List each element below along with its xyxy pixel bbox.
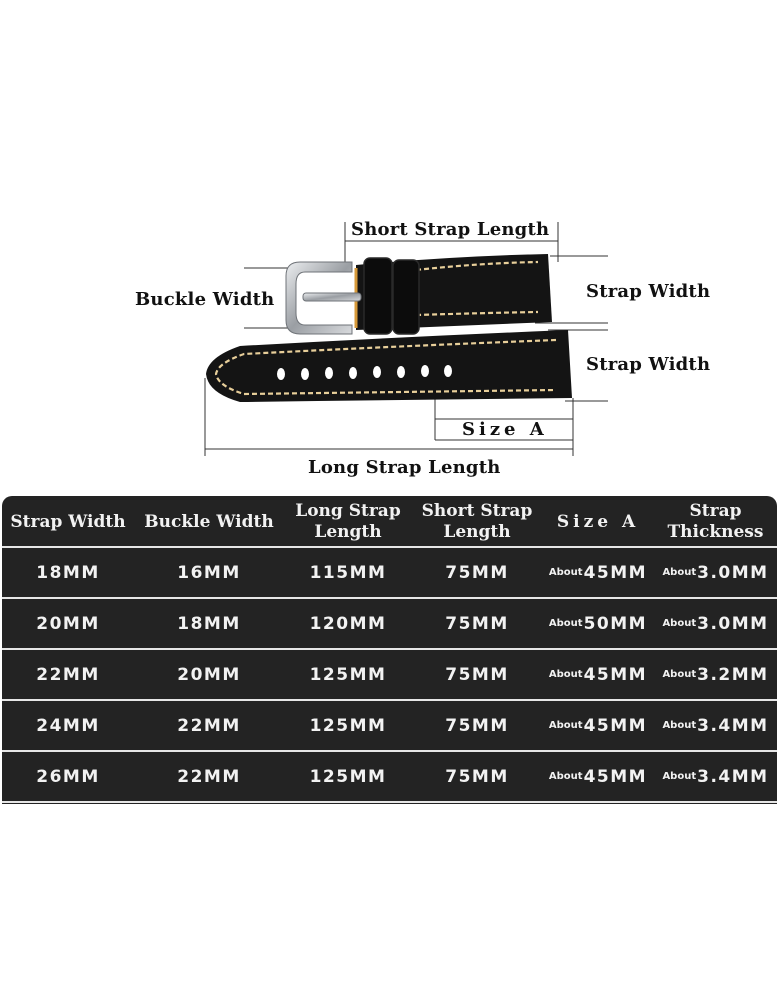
cell-value: 125MM: [309, 715, 387, 736]
table-cell: 22MM: [2, 650, 134, 699]
cell-value: 120MM: [309, 613, 387, 634]
cell-value: 3.2MM: [697, 664, 769, 685]
short-strap: [354, 254, 552, 335]
cell-value: 20MM: [36, 613, 100, 634]
cell-value: 45MM: [583, 715, 648, 736]
header-buckle-width: Buckle Width: [144, 511, 274, 532]
cell-value: 115MM: [309, 562, 387, 583]
header-strap-width: Strap Width: [10, 511, 126, 532]
long-strap-length-label: Long Strap Length: [308, 457, 501, 478]
strap-illustration: [204, 222, 608, 456]
table-cell: 75MM: [412, 701, 542, 750]
table-header: Strap Width Buckle Width Long Strap Leng…: [2, 496, 777, 548]
cell-value: 125MM: [309, 664, 387, 685]
table-cell: 20MM: [134, 650, 284, 699]
table-cell: 75MM: [412, 752, 542, 801]
table-cell: 18MM: [134, 599, 284, 648]
table-cell: 18MM: [2, 548, 134, 597]
cell-value: 22MM: [177, 715, 241, 736]
table-cell: 75MM: [412, 650, 542, 699]
about-prefix: About: [662, 618, 697, 629]
table-cell: 16MM: [134, 548, 284, 597]
about-prefix: About: [662, 567, 697, 578]
about-prefix: About: [548, 567, 583, 578]
cell-value: 18MM: [177, 613, 241, 634]
table-cell: 125MM: [284, 650, 412, 699]
about-prefix: About: [548, 618, 583, 629]
about-prefix: About: [662, 720, 697, 731]
cell-value: 22MM: [177, 766, 241, 787]
cell-value: 45MM: [583, 664, 648, 685]
table-cell: 22MM: [134, 701, 284, 750]
cell-value: 125MM: [309, 766, 387, 787]
size-table: Strap Width Buckle Width Long Strap Leng…: [2, 496, 777, 804]
table-cell: 20MM: [2, 599, 134, 648]
cell-value: 16MM: [177, 562, 241, 583]
strap-diagram: Short Strap Length Buckle Width Strap Wi…: [0, 0, 778, 490]
size-a-label: Size A: [462, 419, 548, 440]
cell-value: 3.0MM: [697, 562, 769, 583]
cell-value: 3.4MM: [697, 715, 769, 736]
cell-value: 75MM: [445, 715, 509, 736]
buckle: [285, 261, 362, 335]
cell-value: 75MM: [445, 664, 509, 685]
header-strap-thickness: Strap Thickness: [667, 501, 764, 542]
cell-value: 45MM: [583, 562, 648, 583]
cell-value: 26MM: [36, 766, 100, 787]
header-size-a: Size A: [556, 511, 640, 532]
header-short-strap-length: Short Strap Length: [421, 501, 533, 542]
cell-value: 18MM: [36, 562, 100, 583]
cell-value: 75MM: [445, 613, 509, 634]
strap-width-label-bottom: Strap Width: [586, 354, 711, 375]
about-prefix: About: [662, 669, 697, 680]
cell-value: 3.4MM: [697, 766, 769, 787]
cell-value: 75MM: [445, 562, 509, 583]
short-strap-length-label: Short Strap Length: [351, 219, 550, 240]
table-cell: 75MM: [412, 599, 542, 648]
cell-value: 20MM: [177, 664, 241, 685]
table-cell: 120MM: [284, 599, 412, 648]
strap-width-label-top: Strap Width: [586, 281, 711, 302]
table-cell: 125MM: [284, 752, 412, 801]
cell-value: 75MM: [445, 766, 509, 787]
cell-value: 24MM: [36, 715, 100, 736]
measurement-lines: [204, 222, 608, 456]
about-prefix: About: [548, 669, 583, 680]
about-prefix: About: [548, 720, 583, 731]
long-strap: [206, 330, 572, 402]
about-prefix: About: [662, 771, 697, 782]
cell-value: 3.0MM: [697, 613, 769, 634]
header-long-strap-length: Long Strap Length: [295, 501, 401, 542]
cell-value: 45MM: [583, 766, 648, 787]
table-cell: 22MM: [134, 752, 284, 801]
about-prefix: About: [548, 771, 583, 782]
table-cell: 115MM: [284, 548, 412, 597]
table-cell: 24MM: [2, 701, 134, 750]
table-cell: 26MM: [2, 752, 134, 801]
cell-value: 22MM: [36, 664, 100, 685]
table-cell: 75MM: [412, 548, 542, 597]
buckle-width-label: Buckle Width: [135, 289, 275, 310]
cell-value: 50MM: [583, 613, 648, 634]
table-cell: 125MM: [284, 701, 412, 750]
